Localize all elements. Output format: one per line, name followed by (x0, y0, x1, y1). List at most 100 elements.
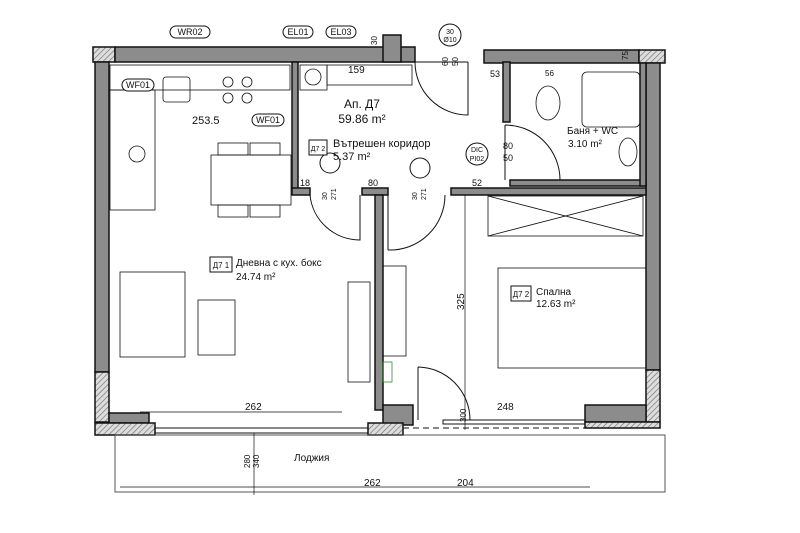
wall-left-lower (94, 371, 110, 423)
dim-253-5: 253.5 (192, 115, 220, 127)
loggia-outline (114, 434, 666, 493)
dimension-lines (120, 195, 590, 495)
dim-53: 53 (490, 69, 500, 79)
door-symbol-bottom: Ø10 (443, 37, 456, 44)
shower (581, 71, 641, 128)
door-symbol-top: 30 (446, 29, 454, 36)
room-area-corridor: 5.37 m² (333, 151, 371, 163)
dim-60: 60 (441, 57, 450, 66)
dim-75: 75 (621, 51, 630, 60)
bedroom-door (387, 194, 446, 251)
tag-pi02: PI02 (470, 156, 485, 163)
wall-corridor-left (291, 187, 311, 196)
toilet-icon (535, 85, 561, 121)
furniture (109, 64, 647, 383)
room-name-loggia: Лоджия (294, 453, 329, 464)
room-area-bath: 3.10 m² (568, 139, 603, 150)
living-door (309, 194, 361, 241)
dim-30: 30 (370, 36, 379, 45)
room-name-corridor: Вътрешен коридор (333, 138, 431, 150)
wall-bath-bottom (509, 179, 647, 187)
tag-wr02: WR02 (177, 27, 202, 37)
wall-top-right-end (638, 49, 666, 64)
walls (92, 34, 666, 436)
tag-wf01-kitchen: WF01 (126, 80, 150, 90)
wall-kitchen-partition (291, 61, 299, 191)
storage-159 (326, 64, 413, 86)
tag-dic: DIC (471, 147, 483, 154)
tag-el03: EL03 (330, 27, 351, 37)
window-living (154, 427, 369, 434)
dim-325: 325 (456, 293, 467, 310)
wall-bottom-left (108, 412, 150, 424)
wall-corridor-right (450, 187, 647, 196)
dim-30-door-right: 30 (412, 192, 419, 200)
wall-bottom-right-end (584, 421, 661, 429)
sofa (119, 271, 186, 358)
dim-80: 80 (368, 178, 378, 188)
tag-wf01-corridor: WF01 (256, 115, 280, 125)
wall-bath-right (639, 62, 647, 187)
door-width-80: 80 (503, 141, 513, 151)
dim-52: 52 (472, 178, 482, 188)
dim-50: 50 (451, 57, 460, 66)
room-labels: Ап. Д7 59.86 m² Д7 2 Вътрешен коридор 5.… (209, 97, 618, 464)
bedroom-wardrobe (487, 195, 644, 237)
wardrobe (382, 265, 407, 357)
dining-table (210, 154, 292, 206)
kitchen-counter (109, 64, 291, 91)
dim-18: 18 (300, 178, 310, 188)
dim-300: 300 (459, 408, 468, 422)
coffee-table (197, 299, 236, 356)
wall-left (94, 61, 110, 373)
doors (309, 61, 561, 421)
room-area-bedroom: 12.63 m² (536, 299, 576, 310)
bed (497, 267, 647, 369)
stove-burner-icon (222, 76, 234, 88)
wall-top-right (483, 49, 640, 64)
windows (114, 419, 666, 493)
apartment-name: Ап. Д7 (344, 97, 380, 111)
loggia-door (417, 366, 471, 421)
tv-unit (347, 281, 371, 383)
wall-top-pillar (382, 34, 402, 63)
bath-door (504, 124, 561, 181)
dimension-labels: 30 60 50 53 56 75 159 253.5 18 80 52 80 … (192, 36, 630, 489)
sink-icon (162, 76, 191, 103)
dim-56: 56 (545, 69, 554, 78)
dim-248: 248 (497, 402, 514, 413)
wall-bath-left (502, 61, 511, 123)
wall-corridor-mid (361, 187, 389, 196)
room-name-bath: Баня + WC (567, 126, 618, 137)
wall-bottom-right (584, 404, 647, 423)
wall-right (645, 62, 661, 371)
wall-bottom-left-end (94, 422, 156, 436)
tag-el01: EL01 (287, 27, 308, 37)
apartment-area: 59.86 m² (338, 112, 385, 126)
dim-159: 159 (348, 65, 365, 76)
dim-262-living: 262 (245, 402, 262, 413)
dim-30-door-left: 30 (322, 192, 329, 200)
kitchen-counter-side (109, 89, 156, 211)
room-code-bedroom: Д7 2 (513, 290, 530, 299)
dim-271-door-left: 271 (331, 188, 338, 200)
dim-280: 280 (243, 454, 252, 468)
wall-bottom-mid (382, 404, 414, 426)
room-code-corridor: Д7 2 (311, 146, 326, 153)
room-area-living: 24.74 m² (236, 272, 276, 283)
window-bedroom (442, 419, 586, 425)
door-height-50: 50 (503, 153, 513, 163)
dim-262-loggia: 262 (364, 478, 381, 489)
entry-door (414, 61, 469, 116)
stair-icon (382, 361, 393, 383)
room-code-living: Д7 1 (213, 261, 230, 270)
room-name-living: Дневна с кух. бокс (236, 257, 322, 269)
wall-top-left (92, 46, 116, 63)
tags: WR02 EL01 EL03 WF01 WF01 DIC PI02 30 Ø10 (121, 23, 489, 179)
washbasin-icon (618, 137, 638, 167)
dim-204: 204 (457, 478, 474, 489)
room-name-bedroom: Спална (536, 287, 572, 298)
dim-271-door-right: 271 (421, 188, 428, 200)
